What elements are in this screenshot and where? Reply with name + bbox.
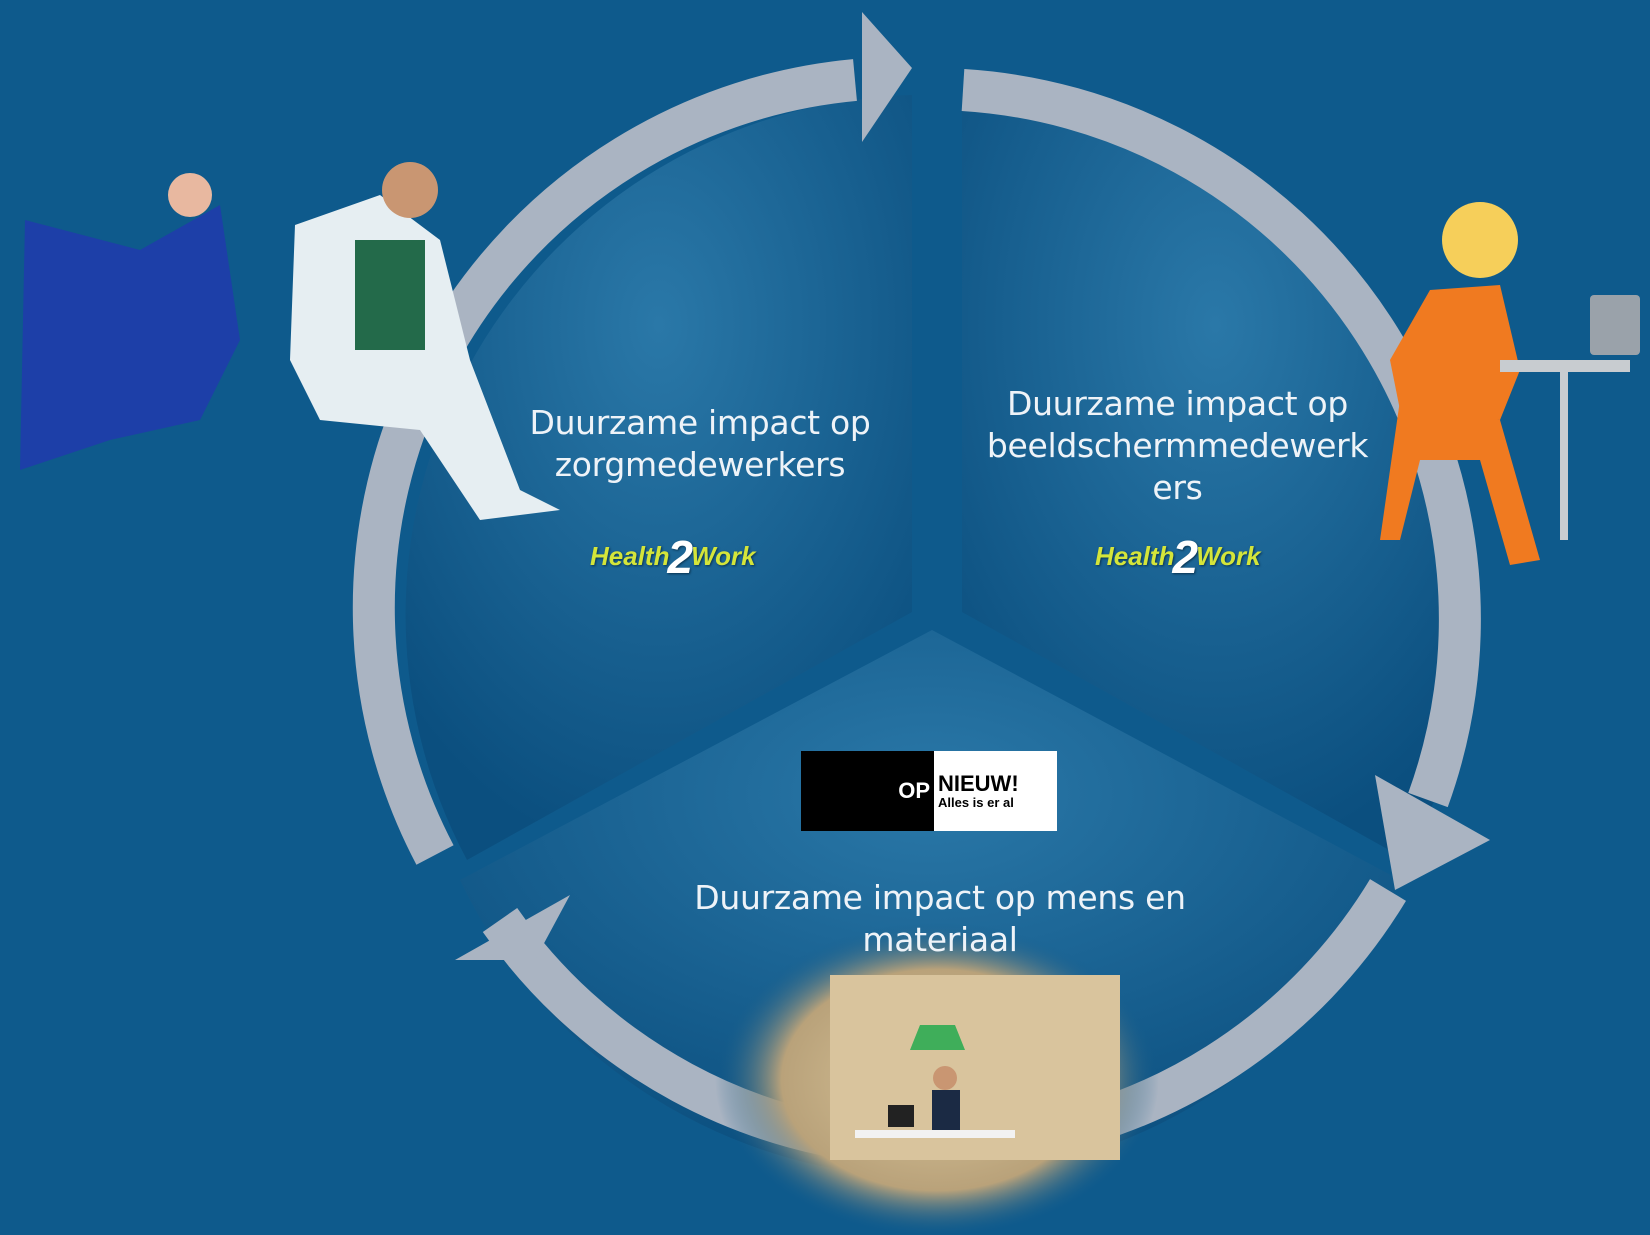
health2work-part1: Health [1095,541,1175,571]
segment-2-line-2: beeldschermmedewerk [986,426,1369,465]
segment-3-line-2: materiaal [862,920,1018,959]
person-at-desk-in-recycled-materials-photo [715,922,1159,1235]
segment-3-line-1: Duurzame impact op mens en [694,878,1186,917]
segment-label-beeldschermmedewerkers: Duurzame impact op beeldschermmedewerk e… [975,383,1380,509]
health2work-logo-right: Health2Work [1095,530,1261,584]
arrowhead-top [862,12,912,142]
health2work-part3: Work [1196,541,1261,571]
segment-label-zorgmedewerkers: Duurzame impact op zorgmedewerkers [500,402,900,486]
jumping-healthcare-workers-photo [20,162,560,520]
health2work-part2: 2 [667,531,694,583]
health2work-logo-left: Health2Work [590,530,756,584]
arrowhead-right [1375,775,1490,890]
opnieuw-tagline: Alles is er al [938,795,1014,810]
segment-1-line-2: zorgmedewerkers [554,445,846,484]
arrowhead-bottom [455,895,570,960]
cartoon-nurse-at-desk-illustration [1380,202,1640,565]
opnieuw-nieuw: NIEUW! [938,771,1019,796]
arrow-arc-right [961,69,1481,808]
segment-1-line-1: Duurzame impact op [529,403,871,442]
opnieuw-logo: OP NIEUW! Alles is er al [801,751,1057,831]
segment-2-line-1: Duurzame impact op [1006,384,1349,423]
health2work-part3: Work [691,541,756,571]
segment-label-mens-en-materiaal: Duurzame impact op mens en materiaal [690,877,1190,961]
opnieuw-op: OP [898,778,930,803]
segment-top-left [405,95,912,860]
opnieuw-text-block: NIEUW! Alles is er al [934,751,1057,831]
segment-2-line-3: ers [1152,468,1203,507]
health2work-part2: 2 [1172,531,1199,583]
segment-bottom [460,630,1400,1178]
health2work-part1: Health [590,541,670,571]
